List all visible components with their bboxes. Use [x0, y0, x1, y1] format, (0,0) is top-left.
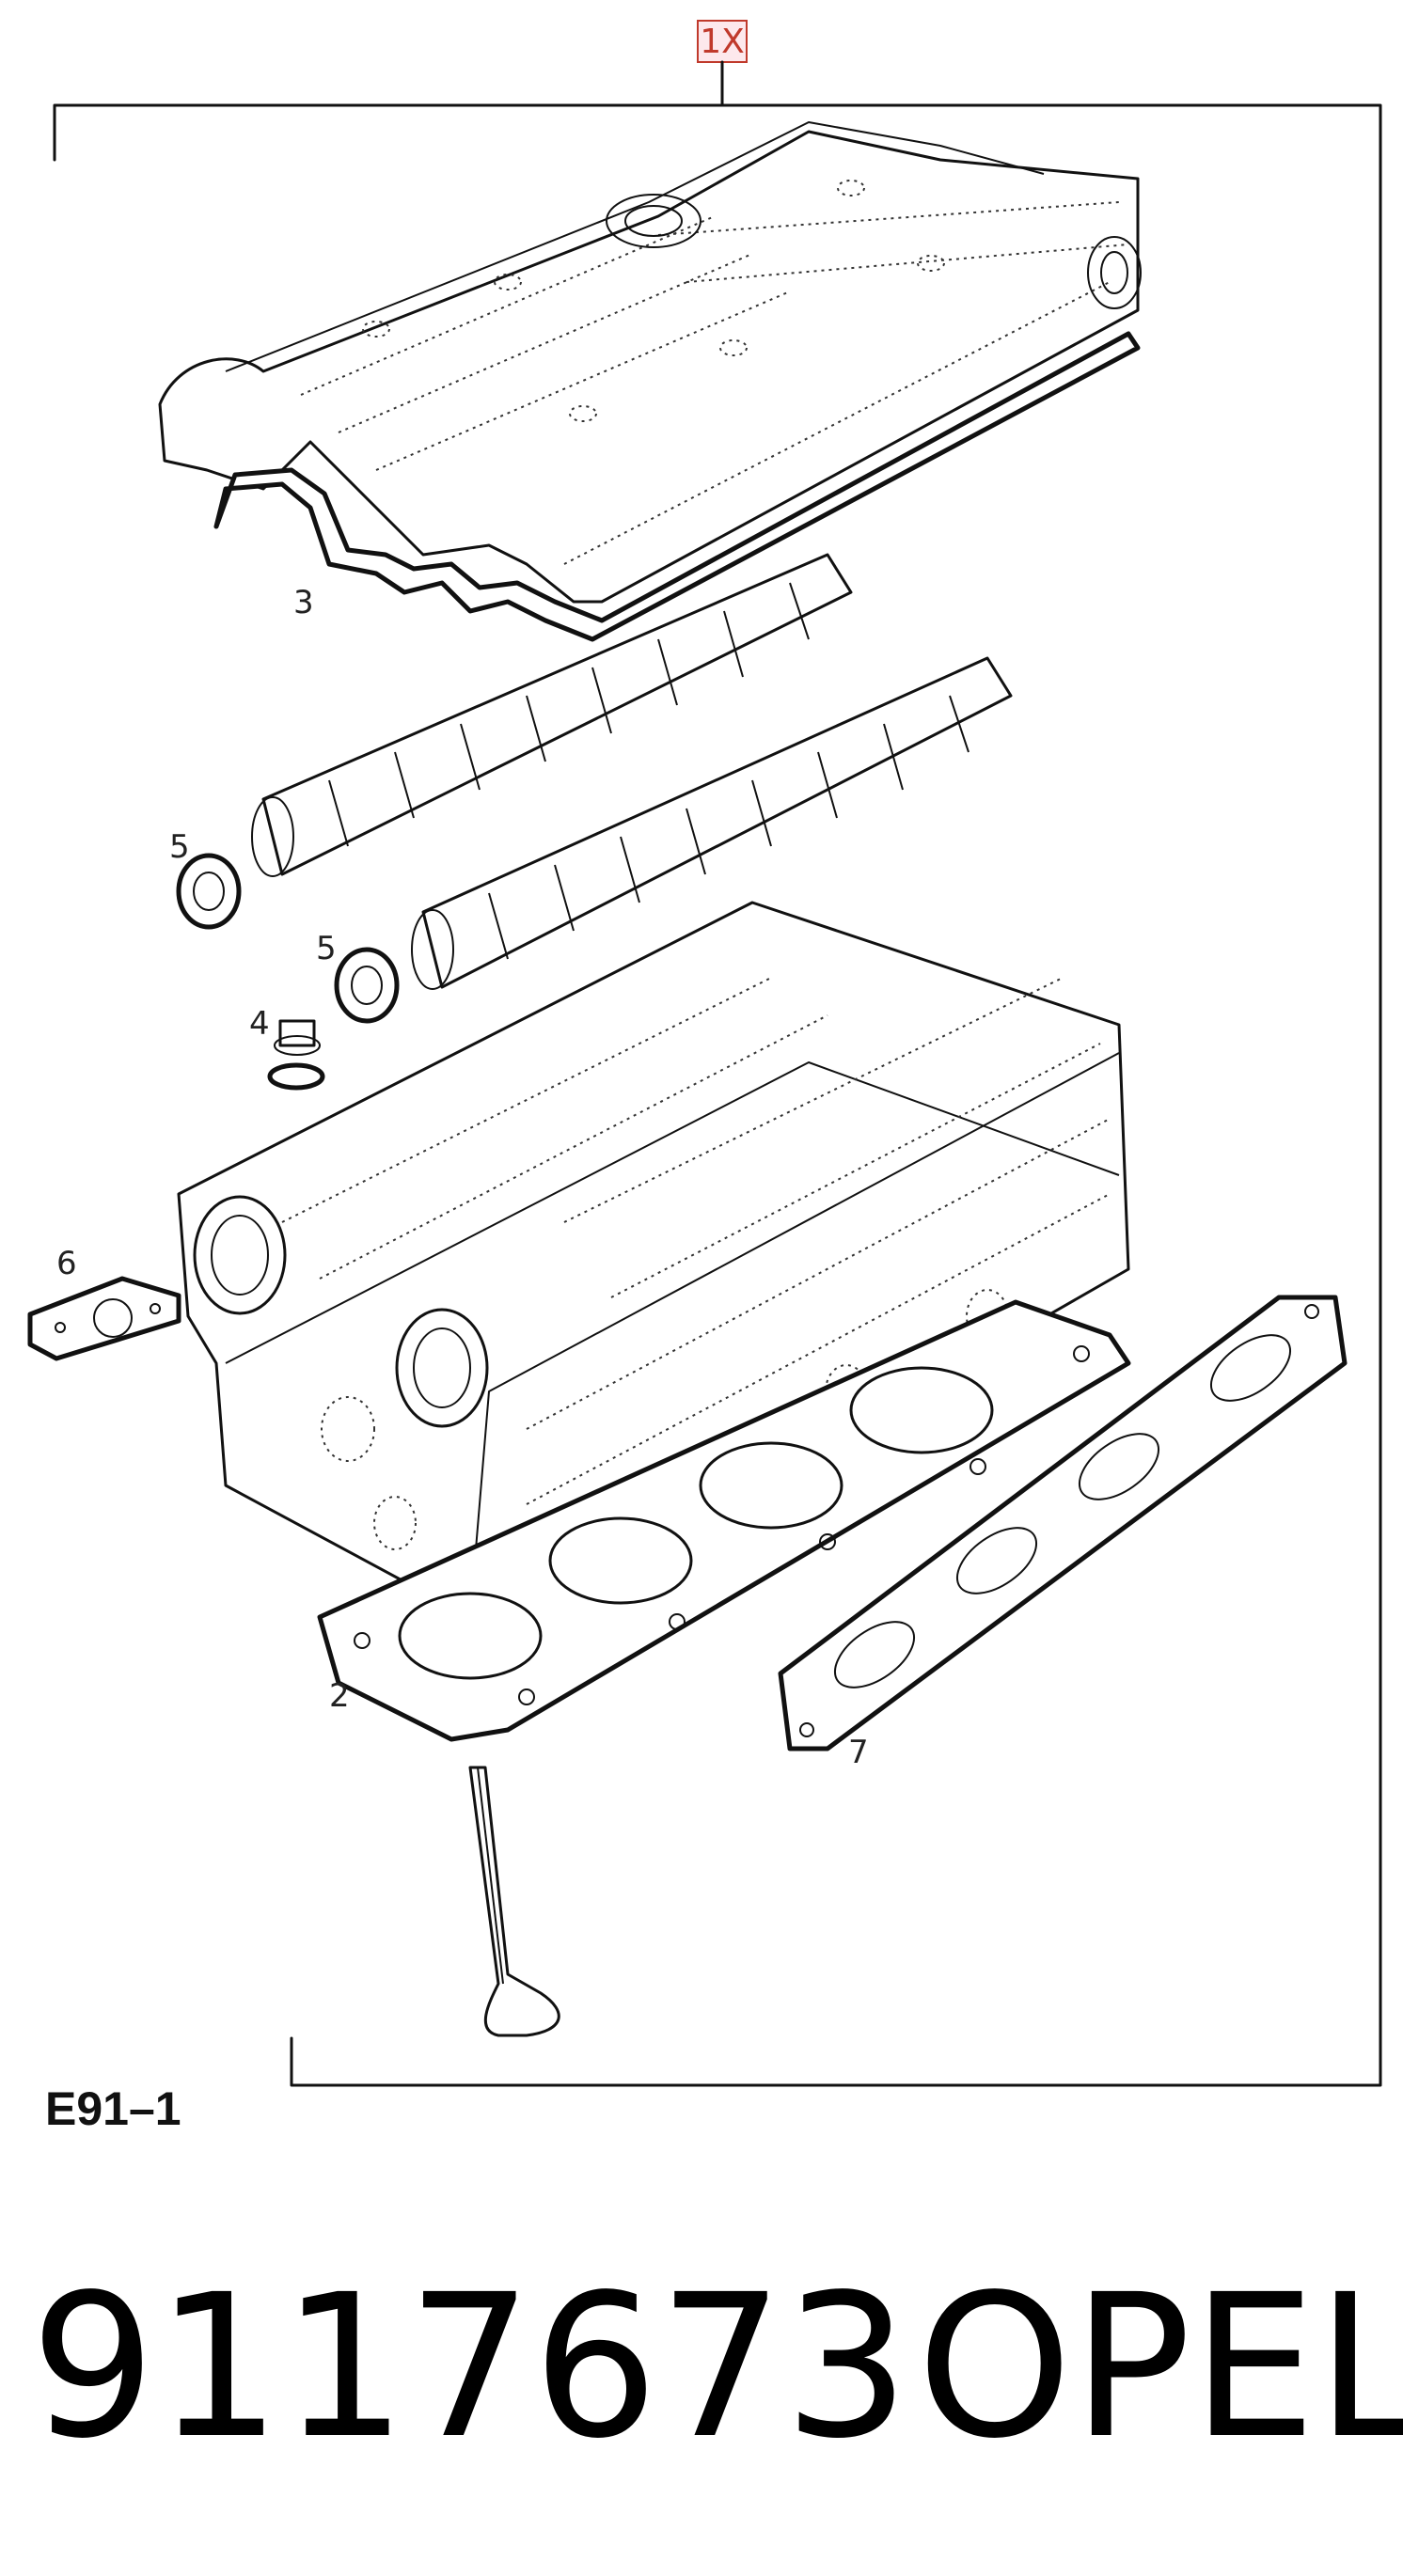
- brand-name: OPEL: [917, 2252, 1403, 2482]
- callout-4: 4: [249, 1005, 270, 1043]
- callout-3: 3: [293, 584, 314, 621]
- callout-5b: 5: [316, 930, 337, 967]
- valve-cover-gasket: [213, 331, 1141, 642]
- housing-gasket: [27, 1276, 181, 1361]
- manifold-gasket: [778, 1295, 1348, 1751]
- reference-code: E91–1: [45, 2082, 181, 2135]
- callout-5a: 5: [169, 828, 190, 866]
- callout-2: 2: [329, 1677, 350, 1715]
- quantity-label: 1X: [700, 23, 745, 61]
- kit-bracket: [53, 60, 1382, 2087]
- camshaft-intake: [251, 553, 853, 877]
- part-number: 9117673: [30, 2252, 909, 2482]
- camshaft-seal-2: [334, 947, 400, 1024]
- camshaft-seal-1: [176, 853, 242, 930]
- valve-cover: [158, 121, 1142, 604]
- sensor-plug: [267, 1019, 325, 1091]
- callout-6: 6: [56, 1245, 77, 1282]
- valve: [468, 1766, 560, 2037]
- camshaft-exhaust: [411, 656, 1013, 990]
- callout-7: 7: [848, 1734, 869, 1771]
- head-gasket: [317, 1299, 1131, 1742]
